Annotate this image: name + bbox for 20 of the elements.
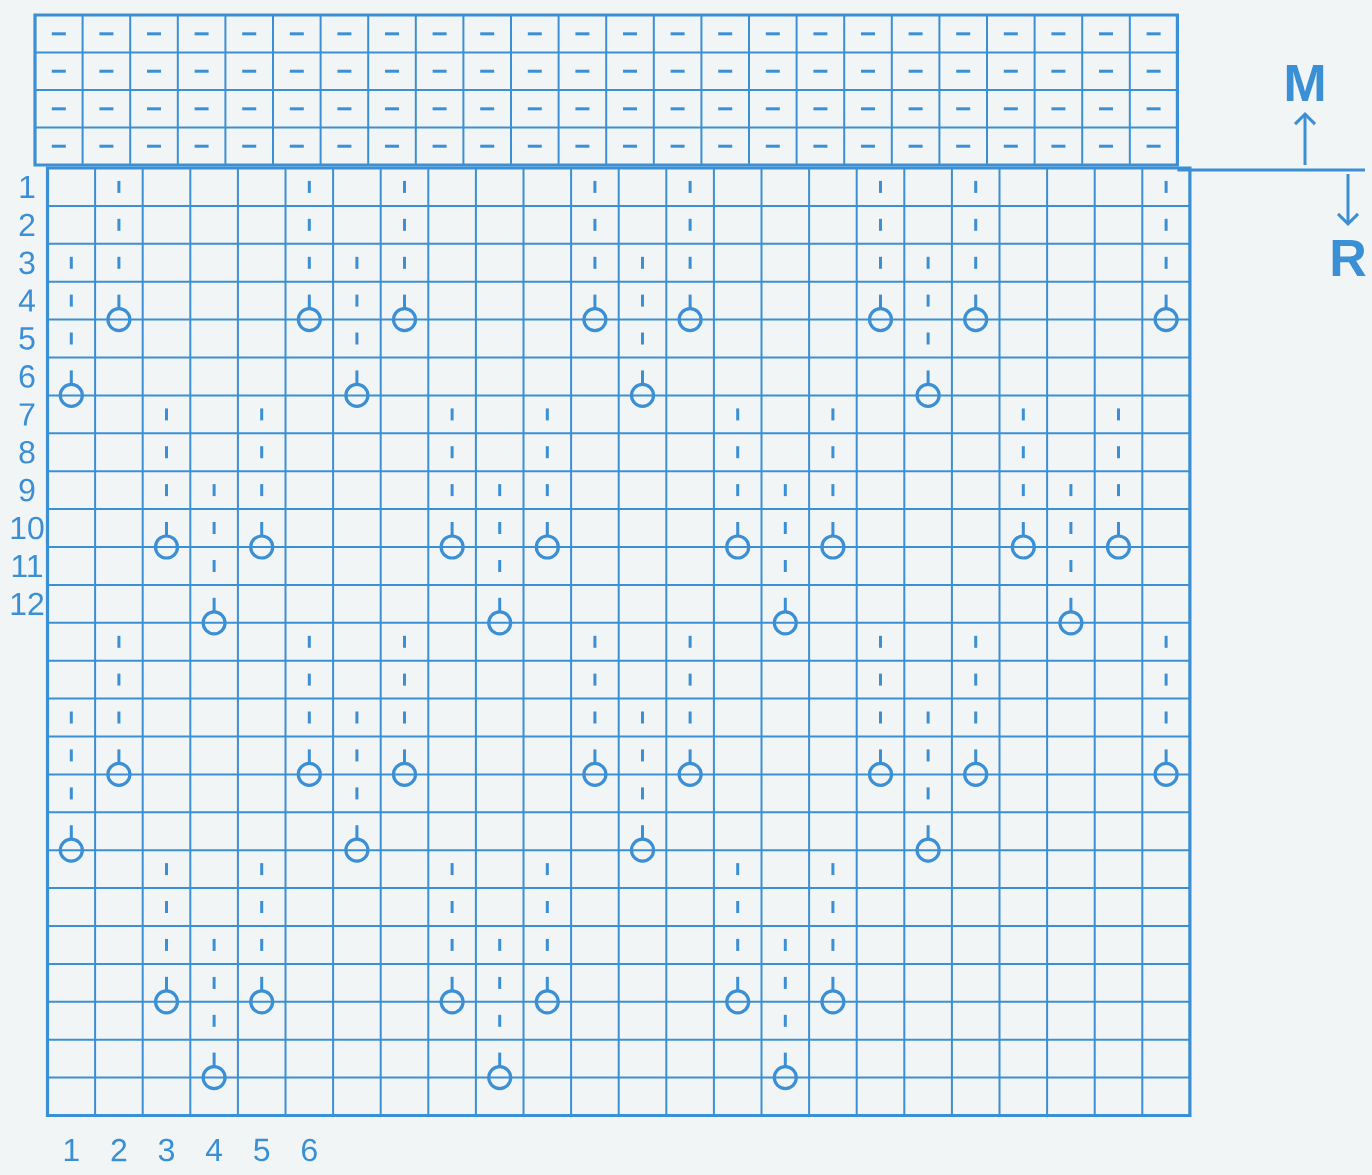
row-number: 5	[19, 327, 35, 350]
column-number: 4	[205, 1139, 223, 1161]
direction-label: R	[1332, 240, 1366, 276]
row-number: 11	[12, 555, 43, 577]
row-number: 2	[19, 213, 35, 236]
row-number: 8	[19, 440, 35, 464]
row-number: 12	[11, 592, 44, 615]
row-number: 4	[18, 289, 35, 312]
row-number: 6	[19, 365, 35, 388]
column-number: 5	[254, 1138, 270, 1162]
column-number: 2	[111, 1138, 127, 1162]
column-number: 3	[158, 1138, 174, 1162]
direction-label: M	[1286, 65, 1324, 101]
row-number: 9	[19, 478, 35, 502]
row-number: 7	[19, 403, 35, 426]
column-number: 6	[302, 1138, 317, 1162]
row-number: 3	[19, 251, 35, 275]
row-number: 10	[11, 516, 44, 540]
column-number: 1	[64, 1139, 79, 1161]
row-number: 1	[20, 175, 35, 198]
